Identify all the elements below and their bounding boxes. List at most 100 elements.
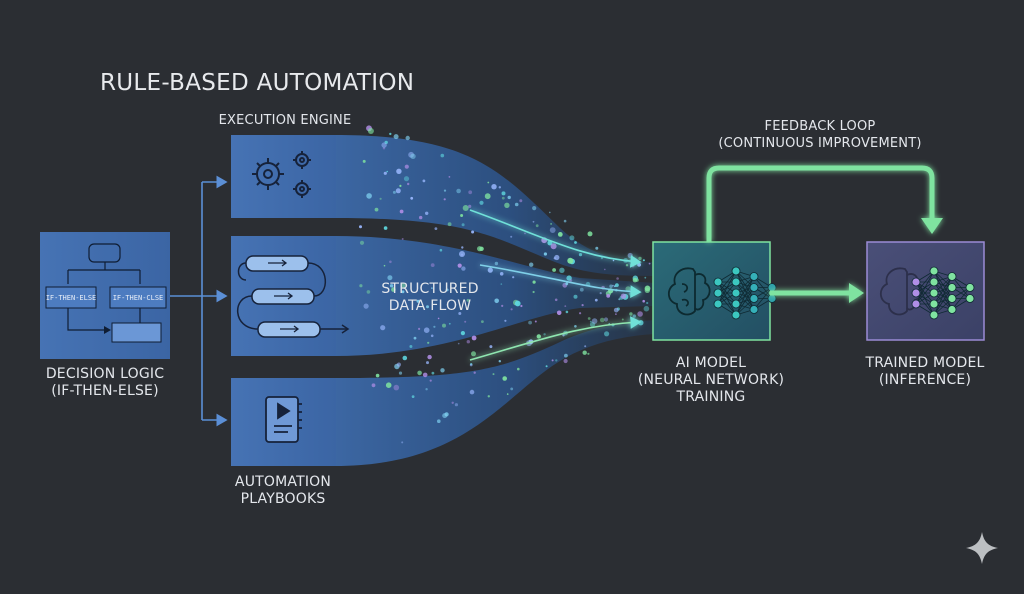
neural-network-edge xyxy=(933,287,953,316)
data-particle xyxy=(555,359,558,362)
data-particle xyxy=(411,395,415,398)
data-particle xyxy=(440,153,445,158)
data-particle xyxy=(535,224,539,228)
flowchart-end-node xyxy=(111,322,162,343)
data-particle xyxy=(637,311,643,317)
data-particle xyxy=(552,268,556,272)
neural-network-node xyxy=(767,294,777,303)
data-particle xyxy=(426,361,429,365)
flowchart-node-right xyxy=(109,286,167,309)
decision-logic-box: IF-THEN-ELSE IF-THEN-CLSE xyxy=(40,232,170,359)
data-particle xyxy=(359,284,363,288)
data-particle xyxy=(457,263,462,268)
data-particle xyxy=(614,285,616,288)
data-particle xyxy=(398,371,403,375)
data-particle xyxy=(362,159,366,163)
automation-playbooks-box xyxy=(231,378,336,466)
ai-model-label: AI MODEL (NEURAL NETWORK) TRAINING xyxy=(626,355,796,406)
data-particle xyxy=(466,340,470,344)
data-particle xyxy=(383,226,388,230)
neural-network-edge xyxy=(717,270,737,294)
neural-network-node xyxy=(947,272,957,281)
data-particle xyxy=(642,259,645,262)
data-particle xyxy=(532,290,535,294)
data-particle xyxy=(366,290,371,294)
data-particle xyxy=(532,280,536,284)
data-particle xyxy=(413,336,417,340)
neural-network-edge xyxy=(717,270,737,305)
data-particle xyxy=(621,318,624,321)
data-particle xyxy=(447,222,452,227)
data-particle xyxy=(458,312,462,315)
data-particle xyxy=(359,240,365,245)
data-particle xyxy=(573,294,578,299)
neural-network-edge xyxy=(735,276,755,316)
data-particle xyxy=(442,413,448,419)
data-particle xyxy=(409,345,413,348)
data-particle xyxy=(461,246,464,249)
data-particle xyxy=(481,320,484,323)
data-particle xyxy=(422,372,428,378)
data-particle xyxy=(625,264,629,267)
data-particle xyxy=(620,293,627,299)
sparkle-icon xyxy=(966,532,998,564)
ai-to-trained-arrowhead-icon xyxy=(849,283,864,303)
data-particle xyxy=(591,318,598,324)
data-particle xyxy=(454,403,458,407)
data-particle xyxy=(489,345,493,349)
data-particle xyxy=(514,300,521,307)
data-particle xyxy=(638,256,642,261)
data-particle xyxy=(395,188,401,194)
neural-network-node xyxy=(713,299,723,309)
data-particle xyxy=(627,252,633,259)
data-particle xyxy=(594,298,598,302)
data-particle xyxy=(498,186,501,189)
data-particle xyxy=(416,299,420,303)
data-particle xyxy=(643,305,650,312)
data-particle xyxy=(501,304,504,307)
neural-network-edge xyxy=(753,287,773,310)
ai-model-label-line3: TRAINING xyxy=(676,389,746,405)
flowchart-branch-lines xyxy=(67,262,141,284)
data-particle xyxy=(367,128,374,134)
structured-flow-label: STRUCTURED DATA FLOW xyxy=(360,281,500,315)
gears-icon xyxy=(252,151,311,198)
data-particle xyxy=(609,284,613,288)
data-particle xyxy=(374,207,379,212)
data-particle xyxy=(556,310,562,316)
data-particle xyxy=(389,284,394,288)
ai-model-label-line1: AI MODEL xyxy=(675,355,747,371)
data-particle xyxy=(528,320,532,325)
data-particle xyxy=(612,259,615,262)
data-particle xyxy=(383,171,387,175)
data-particle xyxy=(460,331,465,336)
decision-logic-label: DECISION LOGIC (IF-THEN-ELSE) xyxy=(20,366,190,400)
data-particle xyxy=(383,264,386,267)
data-particle xyxy=(563,219,567,223)
neural-network-node xyxy=(731,266,741,276)
data-particle xyxy=(459,251,465,257)
neural-network-node xyxy=(929,266,939,276)
neural-network-node xyxy=(965,283,975,292)
data-particle xyxy=(494,261,499,266)
data-particle xyxy=(631,264,635,268)
data-particle xyxy=(401,238,404,240)
data-particle xyxy=(484,193,491,200)
data-particle xyxy=(473,371,476,374)
data-particle xyxy=(559,267,565,273)
data-particle xyxy=(448,176,451,178)
ai-model-label-line2: (NEURAL NETWORK) xyxy=(637,372,785,388)
flowchart-node-left-label: IF-THEN-ELSE xyxy=(46,294,97,302)
data-particle xyxy=(510,308,513,311)
neural-network-icon xyxy=(911,266,975,320)
neural-network-node xyxy=(749,272,759,281)
data-particle xyxy=(492,373,495,376)
data-particle xyxy=(543,333,546,336)
data-particle xyxy=(380,325,386,331)
data-particle xyxy=(451,401,454,404)
data-particle xyxy=(479,200,484,205)
playbook-icon xyxy=(265,396,302,443)
data-particle xyxy=(439,248,443,252)
data-particle xyxy=(430,334,434,338)
